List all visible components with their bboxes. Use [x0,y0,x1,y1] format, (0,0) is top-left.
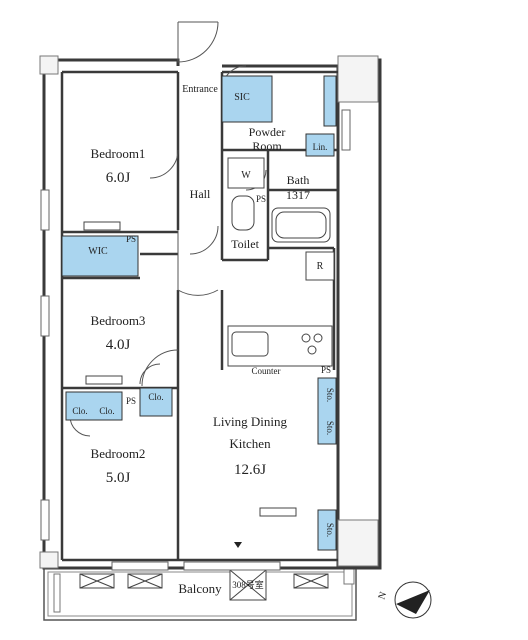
entry-arrow [234,542,242,548]
marker-labels: PS PS PS PS R Clo. Clo. Clo. Sto. Sto. S… [72,194,335,537]
bedroom2-size: 5.0J [106,470,131,486]
bath-label: Bath [287,173,310,187]
closet-label-3: Clo. [148,392,163,402]
fridge-label: R [317,261,324,272]
balcony-note: 308号室 [232,579,264,590]
balcony [43,563,357,621]
bath-size: 1317 [286,188,310,202]
bedroom1-name: Bedroom1 [91,146,146,161]
storage-fills [61,75,337,551]
closet-label-2: Clo. [99,406,114,416]
hall-label: Hall [190,187,211,201]
ps-label-3: PS [321,365,331,375]
bedroom1-size: 6.0J [106,170,131,186]
compass-north-label: N [376,590,389,601]
ps-label-4: PS [126,396,136,406]
windows [40,109,351,571]
closet-label-1: Clo. [72,406,87,416]
storage-label-1: Sto. [325,388,335,402]
entrance-label: Entrance [182,84,218,95]
balcony-label: Balcony [178,581,222,596]
washer-label: W [241,170,251,181]
linen-label: Lin. [313,142,328,152]
bedroom3-name: Bedroom3 [91,313,146,328]
powder-label-1: Powder [249,125,286,139]
ldk-name-line2: Kitchen [229,436,271,451]
bedroom2-name: Bedroom2 [91,446,146,461]
column-hatch [39,55,379,569]
compass: N [376,581,432,619]
bedroom3-size: 4.0J [106,337,131,353]
ps-label-2: PS [256,194,266,204]
fixtures [83,157,335,517]
ldk-size: 12.6J [234,462,266,478]
toilet-label: Toilet [231,237,259,251]
counter-label: Counter [252,366,281,376]
powder-label-2: Room [252,139,282,153]
storage-label-2: Sto. [325,421,335,435]
storage-label-3: Sto. [325,523,335,537]
wic-label: WIC [88,246,108,257]
room-labels: Bedroom1 6.0J Bedroom3 4.0J Bedroom2 5.0… [88,84,327,596]
ldk-name-line1: Living Dining [213,414,288,429]
sic-label: SIC [234,92,250,103]
ps-label-1: PS [126,234,136,244]
